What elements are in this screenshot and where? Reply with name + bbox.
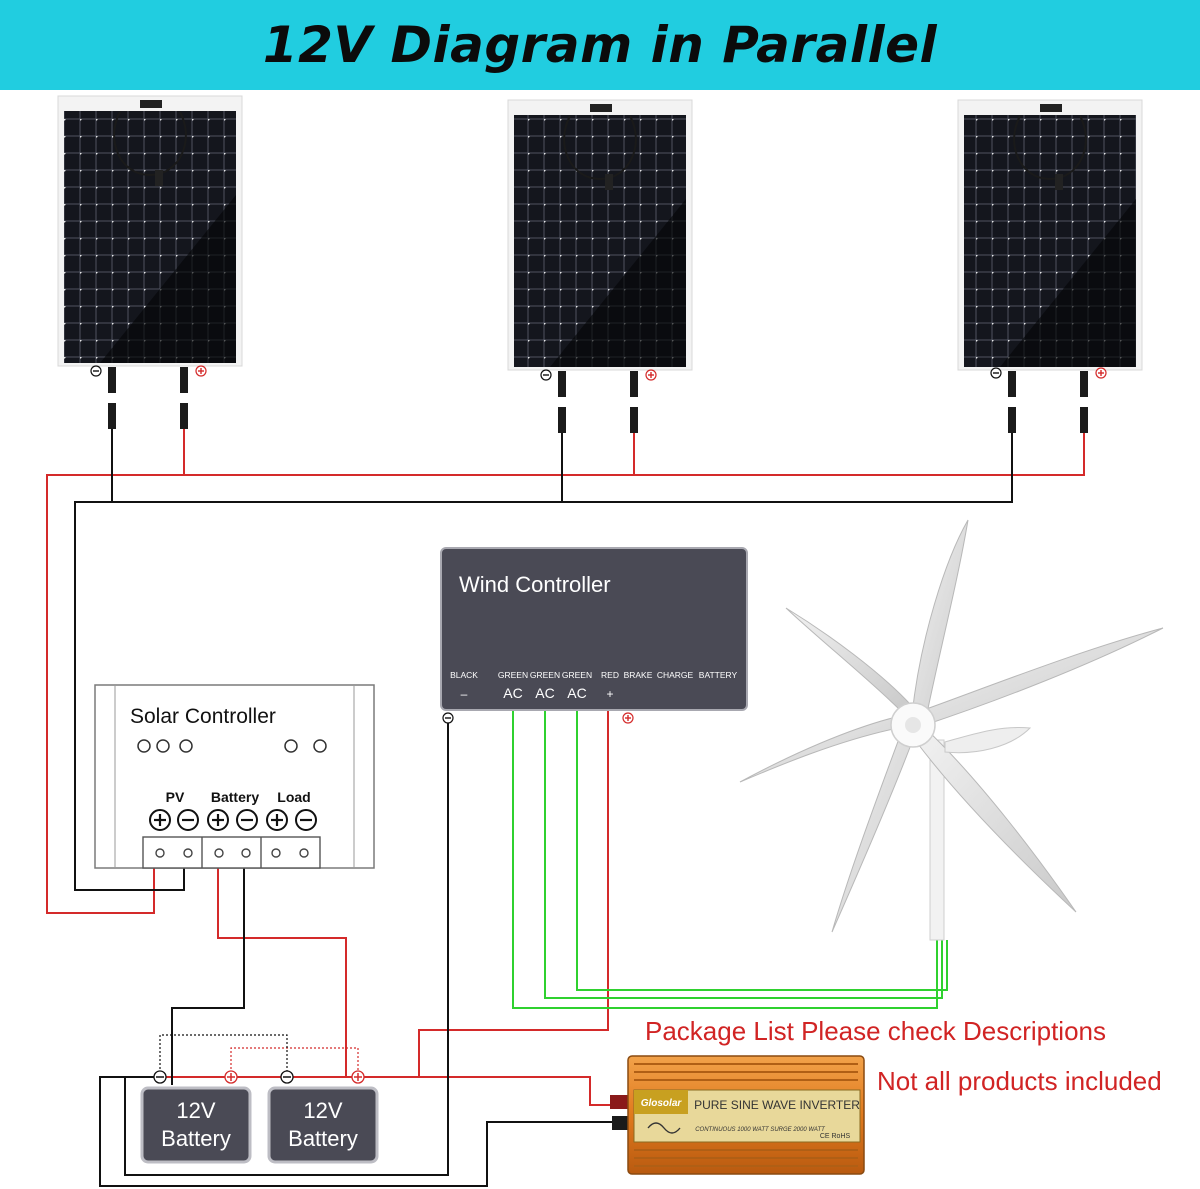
minus-terminal-icon (236, 809, 258, 831)
wind-terminal-label: RED (601, 670, 619, 680)
wind-terminal-sign: AC (503, 685, 522, 701)
plus-terminal-icon (1095, 367, 1107, 379)
minus-terminal-icon (990, 367, 1002, 379)
inverter: Glosolar PURE SINE WAVE INVERTER CONTINU… (610, 1055, 865, 1175)
wind-terminal-label: BATTERY (699, 670, 738, 680)
solar-controller: Solar Controller PV Battery Load (94, 684, 375, 869)
inverter-spec: CONTINUOUS 1000 WATT SURGE 2000 WATT (695, 1127, 826, 1133)
wind-terminal-label: GREEN (562, 670, 592, 680)
mc4-connector-icon (180, 367, 188, 393)
mc4-connector-icon (1008, 407, 1016, 433)
positive-wires (46, 429, 1085, 1106)
terminal-block (142, 836, 321, 869)
package-note: Package List Please check Descriptions (645, 1016, 1107, 1046)
battery-2: 12V Battery (267, 1086, 379, 1164)
mc4-connectors (108, 367, 1088, 433)
solar-panel-2 (507, 99, 693, 371)
plus-terminal-icon (195, 365, 207, 377)
wind-turbine (739, 519, 1164, 941)
inverter-brand: Glosolar (641, 1098, 683, 1109)
wind-terminal-sign: – (461, 687, 468, 701)
inverter-name: PURE SINE WAVE INVERTER (694, 1098, 860, 1112)
battery-1-label: Battery (161, 1126, 231, 1151)
ac-wires (512, 708, 948, 1009)
mc4-connector-icon (108, 367, 116, 393)
solar-group-label: Load (277, 789, 310, 805)
wind-terminal-sign: AC (535, 685, 554, 701)
plus-terminal-icon (266, 809, 288, 831)
minus-terminal-icon (540, 369, 552, 381)
solar-controller-title: Solar Controller (130, 705, 276, 728)
wind-terminal-label: BLACK (450, 670, 478, 680)
solar-group-label: PV (166, 789, 185, 805)
battery-1-voltage: 12V (176, 1098, 215, 1123)
minus-terminal-icon (177, 809, 199, 831)
minus-terminal-icon (90, 365, 102, 377)
solar-panel-3 (957, 99, 1143, 371)
plus-terminal-icon (351, 1070, 365, 1084)
plus-terminal-icon (149, 809, 171, 831)
wind-controller-title: Wind Controller (459, 572, 611, 597)
plus-terminal-icon (224, 1070, 238, 1084)
mc4-connector-icon (630, 371, 638, 397)
wind-terminal-label: CHARGE (657, 670, 694, 680)
negative-wires (74, 429, 1013, 1187)
wind-terminal-sign: + (606, 687, 613, 701)
plus-terminal-icon (622, 712, 634, 724)
sine-wave-icon (647, 1122, 681, 1134)
minus-terminal-icon (442, 712, 454, 724)
minus-terminal-icon (295, 809, 317, 831)
mc4-connector-icon (1080, 407, 1088, 433)
plus-terminal-icon (207, 809, 229, 831)
plus-terminal-icon (645, 369, 657, 381)
minus-terminal-icon (280, 1070, 294, 1084)
title-bar: 12V Diagram in Parallel (0, 0, 1200, 90)
disclaimer-note: Not all products included (877, 1066, 1162, 1096)
mc4-connector-icon (630, 407, 638, 433)
mc4-connector-icon (558, 371, 566, 397)
mc4-connector-icon (108, 403, 116, 429)
inverter-marks: CE RoHS (820, 1133, 851, 1140)
wind-controller: Wind Controller BLACK – GREEN AC GREEN AC GREE… (440, 547, 748, 724)
wind-terminal-sign: AC (567, 685, 586, 701)
solar-panel-1 (57, 95, 243, 367)
battery-2-label: Battery (288, 1126, 358, 1151)
minus-terminal-icon (153, 1070, 167, 1084)
solar-group-label: Battery (211, 789, 259, 805)
wind-terminal-label: GREEN (530, 670, 560, 680)
wind-terminal-label: GREEN (498, 670, 528, 680)
mc4-connector-icon (180, 403, 188, 429)
battery-2-voltage: 12V (303, 1098, 342, 1123)
mc4-connector-icon (1080, 371, 1088, 397)
mc4-connector-icon (1008, 371, 1016, 397)
battery-1: 12V Battery (140, 1086, 252, 1164)
mc4-connector-icon (558, 407, 566, 433)
page-title: 12V Diagram in Parallel (262, 16, 938, 74)
wind-terminal-label: BRAKE (624, 670, 653, 680)
indicator-leds (137, 739, 327, 753)
